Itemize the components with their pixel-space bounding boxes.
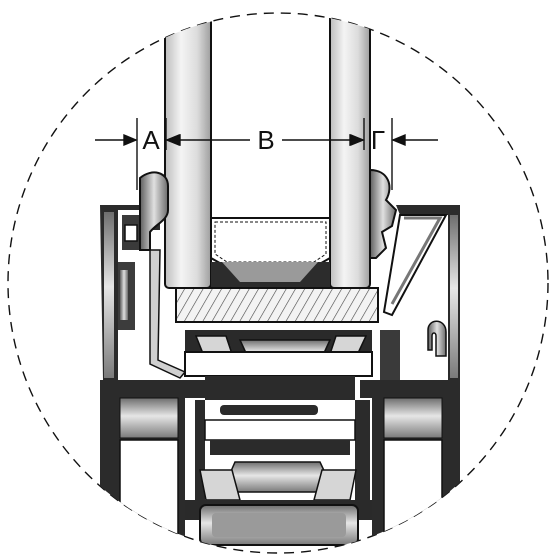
arrow-b-left (165, 133, 181, 147)
left-gasket (139, 171, 169, 251)
glass-spacer (210, 217, 331, 267)
detail-circle (7, 12, 549, 554)
glass-pane-left (164, 13, 212, 289)
dimension-lines (95, 118, 438, 190)
dimension-label-g: Γ (371, 125, 385, 155)
arrow-g-right (391, 133, 406, 147)
arrow-a-left (123, 133, 138, 147)
outer-frame-bottom (100, 397, 460, 553)
dimension-label-a: A (142, 125, 160, 155)
arrow-g-left (350, 133, 365, 147)
right-frame-profile (360, 168, 460, 398)
dimension-label-b: B (257, 125, 274, 155)
sash-bottom-profile (184, 330, 373, 546)
setting-block (175, 287, 379, 323)
